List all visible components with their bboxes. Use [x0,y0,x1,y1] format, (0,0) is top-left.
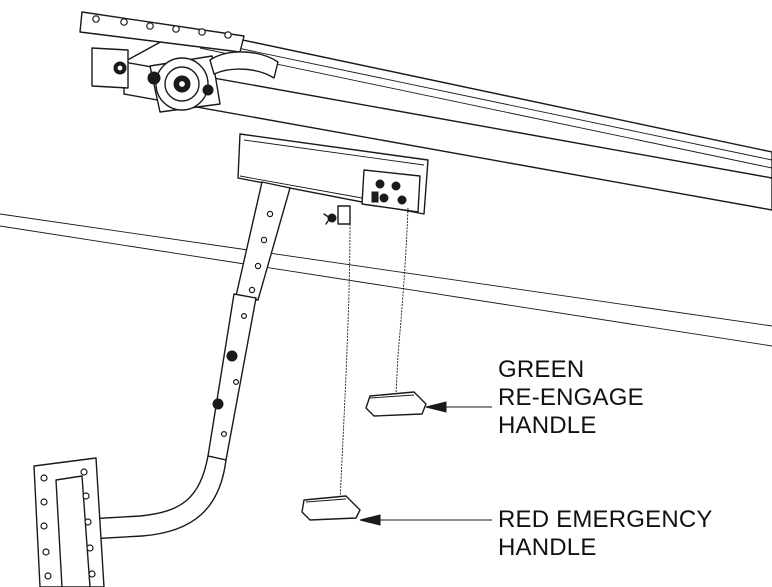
ceiling-lines [0,213,772,347]
red-emergency-handle-shape [301,495,361,521]
red-label-line-2: HANDLE [498,534,597,561]
green-reengage-handle-shape [365,391,427,417]
pulley-assembly [147,51,279,113]
door-bracket [33,457,105,587]
rope-fittings [323,205,351,225]
header-bracket [79,11,245,89]
green-callout-arrow [425,401,492,413]
green-label-line-1: GREEN [498,356,585,383]
red-emergency-handle-label: RED EMERGENCY HANDLE [498,506,713,562]
green-reengage-handle-label: GREEN RE-ENGAGE HANDLE [498,356,644,440]
red-label-line-1: RED EMERGENCY [498,506,713,533]
red-callout-arrow [359,514,492,526]
green-label-line-2: RE-ENGAGE [498,384,644,411]
trolley-housing [237,133,429,215]
ropes [339,207,409,501]
green-label-line-3: HANDLE [498,412,597,439]
